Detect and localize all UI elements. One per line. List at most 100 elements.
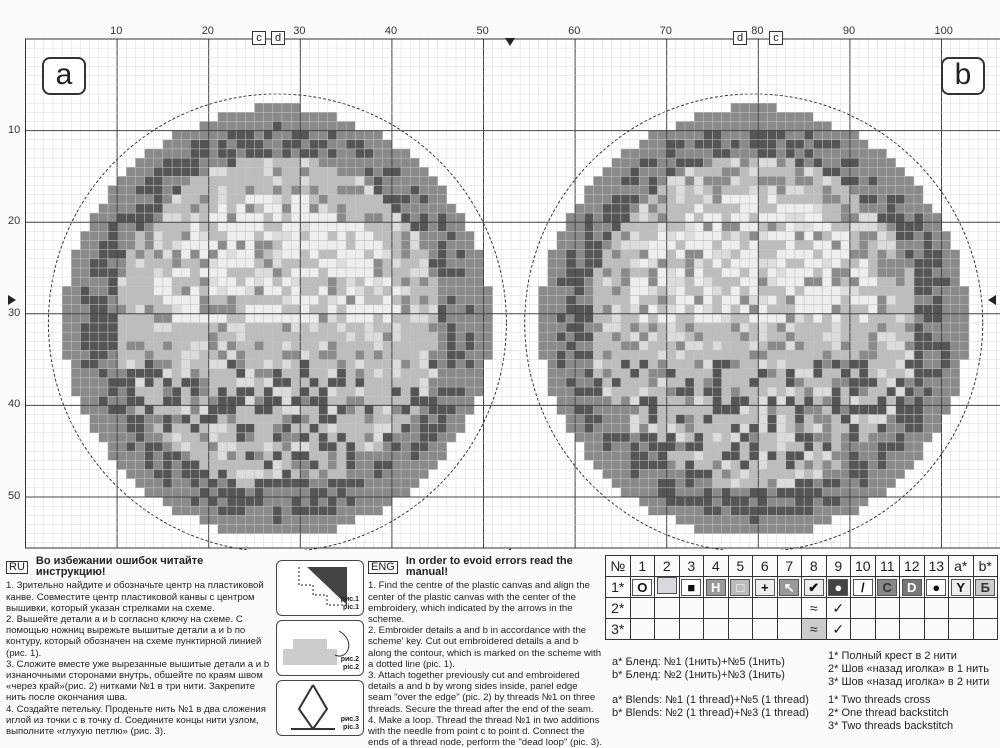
stitch-cell: [804, 460, 813, 469]
stitch-cell: [822, 451, 831, 460]
stitch-cell: [887, 378, 896, 387]
stitch-cell: [300, 378, 309, 387]
stitch-cell: [639, 204, 648, 213]
stitch-cell: [584, 378, 593, 387]
stitch-cell: [538, 341, 547, 350]
stitch-cell: [273, 222, 282, 231]
stitch-cell: [896, 286, 905, 295]
stitch-cell: [337, 204, 346, 213]
stitch-cell: [703, 451, 712, 460]
stitch-cell: [630, 332, 639, 341]
stitch-cell: [822, 286, 831, 295]
stitch-cell: [877, 360, 886, 369]
stitch-cell: [154, 460, 163, 469]
stitch-cell: [264, 488, 273, 497]
stitch-cell: [758, 259, 767, 268]
stitch-cell: [648, 460, 657, 469]
stitch-cell: [749, 460, 758, 469]
stitch-cell: [337, 515, 346, 524]
stitch-cell: [99, 350, 108, 359]
stitch-cell: [713, 149, 722, 158]
stitch-cell: [841, 222, 850, 231]
stitch-cell: [722, 213, 731, 222]
stitch-cell: [786, 424, 795, 433]
stitch-cell: [291, 451, 300, 460]
stitch-cell: [822, 424, 831, 433]
key-cell: [728, 619, 753, 640]
stitch-cell: [190, 506, 199, 515]
stitch-cell: [484, 350, 493, 359]
stitch-cell: [181, 277, 190, 286]
stitch-cell: [355, 341, 364, 350]
stitch-cell: [429, 378, 438, 387]
stitch-cell: [896, 369, 905, 378]
stitch-cell: [346, 415, 355, 424]
stitch-cell: [749, 213, 758, 222]
stitch-cell: [364, 442, 373, 451]
stitch-cell: [786, 451, 795, 460]
stitch-cell: [135, 396, 144, 405]
stitch-cell: [841, 158, 850, 167]
stitch-cell: [566, 415, 575, 424]
stitch-cell: [795, 405, 804, 414]
stitch-cell: [364, 378, 373, 387]
stitch-cell: [676, 323, 685, 332]
stitch-cell: [419, 332, 428, 341]
stitch-cell: [99, 259, 108, 268]
stitch-cell: [190, 332, 199, 341]
stitch-cell: [658, 140, 667, 149]
stitch-cell: [328, 424, 337, 433]
stitch-cell: [667, 231, 676, 240]
stitch-cell: [163, 470, 172, 479]
stitch-cell: [438, 360, 447, 369]
stitch-cell: [868, 479, 877, 488]
stitch-cell: [300, 360, 309, 369]
stitch-cell: [905, 250, 914, 259]
stitch-cell: [658, 451, 667, 460]
stitch-cell: [126, 231, 135, 240]
stitch-cell: [685, 506, 694, 515]
stitch-cell: [126, 433, 135, 442]
stitch-cell: [99, 360, 108, 369]
stitch-cell: [703, 195, 712, 204]
stitch-cell: [731, 241, 740, 250]
stitch-cell: [804, 158, 813, 167]
stitch-cell: [429, 277, 438, 286]
stitch-cell: [282, 213, 291, 222]
stitch-cell: [822, 121, 831, 130]
stitch-cell: [767, 387, 776, 396]
stitch-cell: [713, 442, 722, 451]
stitch-cell: [227, 140, 236, 149]
stitch-cell: [392, 231, 401, 240]
stitch-cell: [282, 186, 291, 195]
stitch-cell: [264, 451, 273, 460]
stitch-cell: [758, 488, 767, 497]
stitch-cell: [905, 405, 914, 414]
stitch-cell: [474, 378, 483, 387]
stitch-cell: [786, 515, 795, 524]
stitch-cell: [374, 360, 383, 369]
stitch-cell: [612, 295, 621, 304]
stitch-cell: [960, 286, 969, 295]
stitch-cell: [832, 176, 841, 185]
stitch-cell: [593, 415, 602, 424]
stitch-cell: [117, 213, 126, 222]
stitch-cell: [145, 186, 154, 195]
stitch-cell: [777, 350, 786, 359]
stitch-cell: [410, 415, 419, 424]
stitch-cell: [841, 369, 850, 378]
stitch-cell: [639, 460, 648, 469]
stitch-cell: [145, 241, 154, 250]
stitch-cell: [758, 524, 767, 533]
stitch-cell: [813, 149, 822, 158]
stitch-cell: [273, 167, 282, 176]
stitch-cell: [209, 442, 218, 451]
stitch-cell: [887, 405, 896, 414]
stitch-cell: [355, 195, 364, 204]
stitch-cell: [813, 250, 822, 259]
stitch-cell: [813, 195, 822, 204]
stitch-cell: [603, 360, 612, 369]
stitch-cell: [126, 369, 135, 378]
stitch-cell: [328, 149, 337, 158]
stitch-cell: [328, 131, 337, 140]
